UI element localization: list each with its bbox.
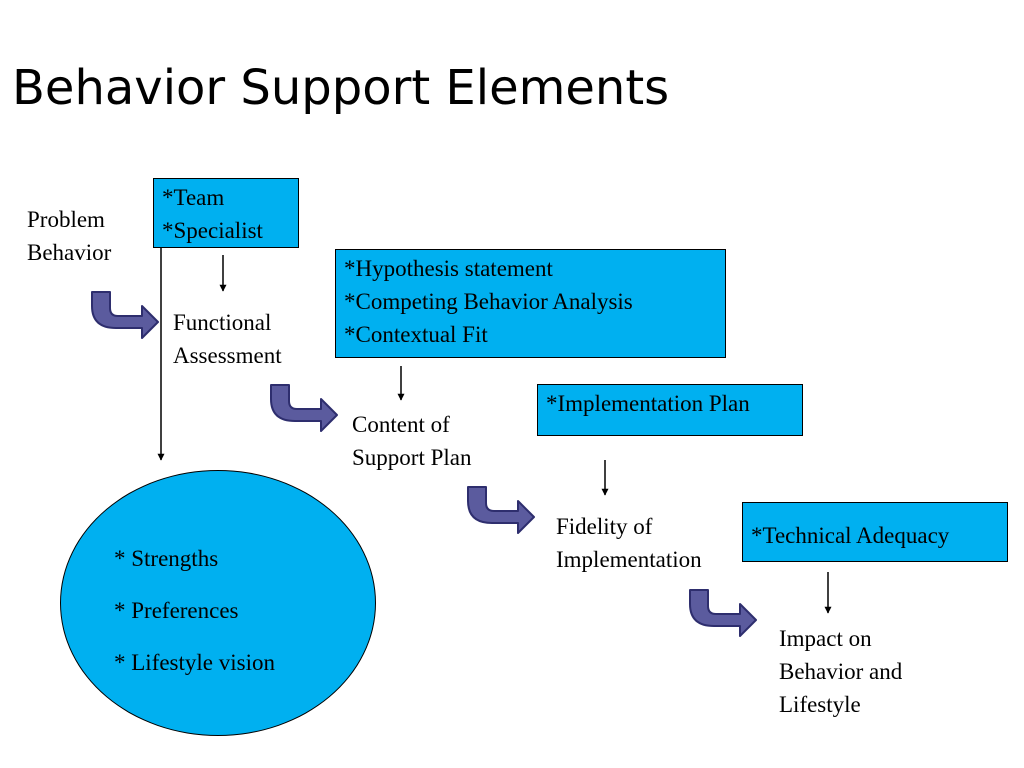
fidelity-of-implementation-label: Fidelity of Implementation: [556, 510, 702, 576]
oval-item-preferences: * Preferences: [114, 598, 239, 623]
oval-item-lifestyle-vision: * Lifestyle vision: [114, 650, 275, 675]
fidelity-of-implementation-line-2: Implementation: [556, 547, 702, 572]
hypothesis-box-line-2: *Competing Behavior Analysis: [344, 289, 633, 314]
implementation-plan-box-line-1: *Implementation Plan: [546, 391, 750, 416]
team-box-line-1: *Team: [162, 185, 225, 210]
hypothesis-box-line-1: *Hypothesis statement: [344, 256, 553, 281]
functional-assessment-line-1: Functional: [173, 310, 272, 335]
team-box: *Team *Specialist: [153, 178, 299, 248]
strengths-oval: * Strengths * Preferences * Lifestyle vi…: [60, 470, 376, 736]
problem-behavior-line-1: Problem: [27, 207, 105, 232]
content-of-support-plan-label: Content of Support Plan: [352, 408, 471, 474]
curved-arrow-2: [270, 384, 338, 432]
curved-arrow-4: [689, 589, 757, 637]
functional-assessment-line-2: Assessment: [173, 343, 282, 368]
team-box-line-2: *Specialist: [162, 218, 263, 243]
hypothesis-box: *Hypothesis statement *Competing Behavio…: [335, 249, 726, 358]
oval-item-strengths: * Strengths: [114, 546, 219, 571]
implementation-plan-box: *Implementation Plan: [537, 384, 803, 436]
problem-behavior-line-2: Behavior: [27, 240, 112, 265]
impact-line-3: Lifestyle: [779, 692, 861, 717]
problem-behavior-label: Problem Behavior: [27, 203, 111, 269]
fidelity-of-implementation-line-1: Fidelity of: [556, 514, 653, 539]
curved-arrow-3: [467, 486, 535, 534]
technical-adequacy-box: *Technical Adequacy: [742, 502, 1008, 562]
content-of-support-plan-line-1: Content of: [352, 412, 450, 437]
hypothesis-box-line-3: *Contextual Fit: [344, 322, 488, 347]
oval-list: * Strengths * Preferences * Lifestyle vi…: [114, 533, 275, 689]
slide-title: Behavior Support Elements: [12, 60, 670, 116]
technical-adequacy-box-line-1: *Technical Adequacy: [751, 523, 950, 548]
content-of-support-plan-line-2: Support Plan: [352, 445, 472, 470]
curved-arrow-1: [91, 291, 159, 339]
impact-line-1: Impact on: [779, 626, 872, 651]
functional-assessment-label: Functional Assessment: [173, 306, 282, 372]
impact-label: Impact on Behavior and Lifestyle: [779, 622, 902, 721]
impact-line-2: Behavior and: [779, 659, 903, 684]
